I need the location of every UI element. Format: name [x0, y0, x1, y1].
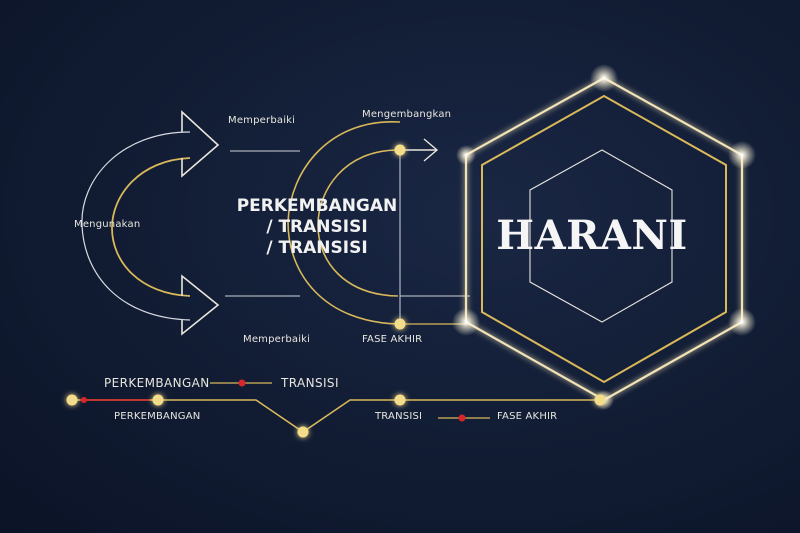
- hex-middle: [481, 94, 727, 384]
- hex-inner: [529, 149, 673, 323]
- timeline-top-right-label: TRANSISI: [281, 376, 339, 390]
- left-bottom-label: Memperbaiki: [243, 334, 311, 345]
- left-cycle: [81, 110, 300, 336]
- spark-left-top: [456, 145, 476, 165]
- timeline-red-dot-start: [81, 397, 87, 403]
- center-title: PERKEMBANGAN / TRANSISI / TRANSISI: [232, 196, 402, 259]
- left-side-label: Mengunakan: [74, 219, 141, 230]
- timeline-node-1: [66, 394, 78, 406]
- center-title-line-1: PERKEMBANGAN: [236, 196, 398, 216]
- timeline-bottom-mid-label: TRANSISI: [375, 411, 423, 422]
- spark-top: [590, 64, 618, 92]
- middle-arrow-head: [423, 138, 439, 162]
- center-title-line-2: / TRANSISI: [266, 217, 368, 237]
- spark-right-top: [728, 141, 756, 169]
- middle-bottom-label: FASE AKHIR: [362, 334, 423, 345]
- spark-left-bottom: [452, 308, 480, 336]
- timeline-top-red-dot: [238, 379, 246, 387]
- timeline-bottom-left-label: PERKEMBANGAN: [114, 411, 201, 422]
- left-bottom-arrow: [181, 274, 220, 336]
- timeline-bottom-red-dot: [458, 414, 466, 422]
- brand-name: HARANI: [496, 212, 688, 259]
- left-top-arrow: [181, 110, 220, 178]
- middle-bottom-node: [394, 318, 406, 330]
- left-cycle-outer-arc: [81, 131, 191, 321]
- spark-right-bottom: [728, 308, 756, 336]
- timeline-node-4: [394, 394, 406, 406]
- left-top-label: Memperbaiki: [228, 115, 296, 126]
- timeline-node-5: [594, 394, 606, 406]
- middle-cycle-inner-arc: [317, 149, 399, 297]
- middle-top-label: Mengembangkan: [362, 109, 452, 120]
- middle-cycle-outer-arc: [287, 121, 401, 325]
- timeline-top-left-label: PERKEMBANGAN: [104, 376, 210, 390]
- timeline: [66, 379, 606, 438]
- center-title-line-3: / TRANSISI: [266, 238, 368, 258]
- left-cycle-inner-arc: [111, 157, 191, 297]
- middle-top-node: [394, 144, 406, 156]
- timeline-node-2: [152, 394, 164, 406]
- timeline-node-3: [297, 426, 309, 438]
- timeline-bottom-right-label: FASE AKHIR: [497, 411, 558, 422]
